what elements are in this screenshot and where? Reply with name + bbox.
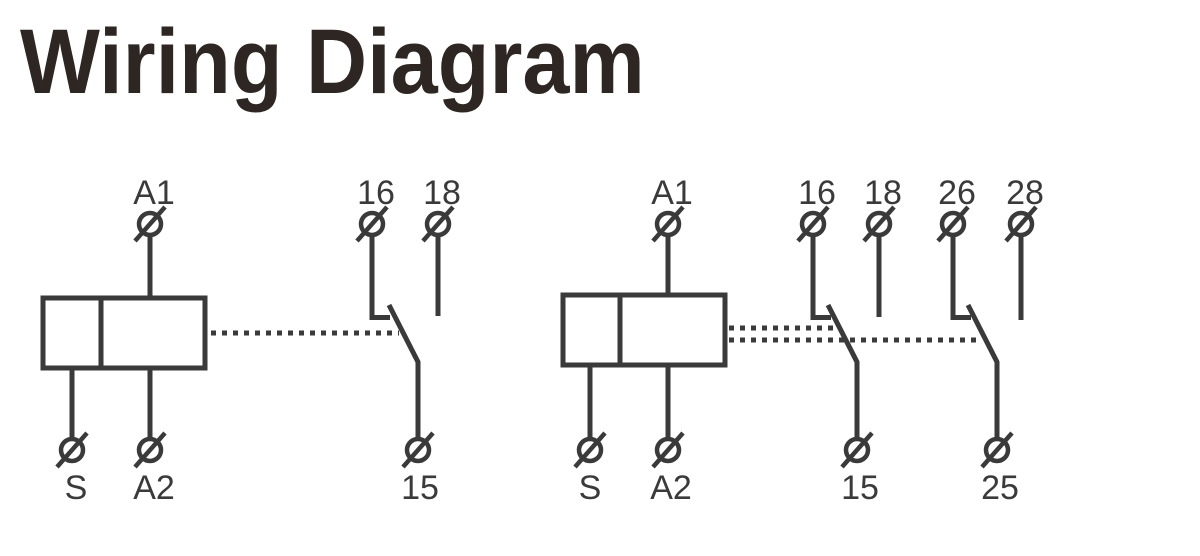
- coil-box: [40, 295, 208, 371]
- terminal-15-label: 15: [841, 469, 879, 507]
- terminal-25: 25: [980, 431, 1019, 507]
- terminal-16: 16: [796, 174, 836, 243]
- screw-terminal-icon: [1004, 205, 1038, 243]
- terminal-26-label: 26: [938, 174, 976, 212]
- terminal-15-label: 15: [401, 469, 439, 507]
- screw-terminal-icon: [796, 205, 830, 243]
- terminal-16-label: 16: [798, 174, 836, 212]
- lead-16: [369, 235, 390, 320]
- lead-16: [810, 235, 831, 320]
- terminal-s-label: S: [579, 469, 602, 507]
- screw-terminal-icon: [840, 431, 874, 469]
- terminal-a2-label: A2: [133, 469, 175, 507]
- terminal-25-label: 25: [981, 469, 1019, 507]
- screw-terminal-icon: [862, 205, 896, 243]
- page-title: Wiring Diagram: [20, 11, 645, 113]
- screw-terminal-icon: [573, 431, 607, 469]
- terminal-26: 26: [936, 174, 976, 243]
- terminal-a2-label: A2: [650, 469, 692, 507]
- terminal-18-label: 18: [423, 174, 461, 212]
- terminal-s: S: [573, 431, 607, 507]
- screw-terminal-icon: [980, 431, 1014, 469]
- terminal-28-label: 28: [1006, 174, 1044, 212]
- screw-terminal-icon: [421, 205, 455, 243]
- contact-blade-15: [825, 303, 860, 440]
- screw-terminal-icon: [651, 205, 685, 243]
- terminal-15: 15: [401, 431, 439, 507]
- screw-terminal-icon: [133, 205, 167, 243]
- terminal-18: 18: [421, 174, 461, 243]
- terminal-a2: A2: [133, 431, 175, 507]
- terminal-16-label: 16: [357, 174, 395, 212]
- relay-coil: [560, 292, 728, 368]
- screw-terminal-icon: [401, 431, 435, 469]
- terminal-s-label: S: [65, 469, 88, 507]
- diagram-relay-single-changeover: A1 S A2 16: [40, 174, 461, 507]
- screw-terminal-icon: [133, 431, 167, 469]
- terminal-a1: A1: [651, 174, 693, 243]
- screw-terminal-icon: [355, 205, 389, 243]
- lead-26: [950, 235, 971, 320]
- contact-blade-15: [386, 303, 421, 440]
- terminal-s: S: [55, 431, 89, 507]
- diagram-relay-double-changeover: A1 S A2 16: [560, 174, 1044, 507]
- terminal-a1-label: A1: [651, 174, 693, 212]
- terminal-a1: A1: [133, 174, 175, 243]
- terminal-a2: A2: [650, 431, 692, 507]
- terminal-28: 28: [1004, 174, 1044, 243]
- terminal-15: 15: [840, 431, 879, 507]
- relay-coil: [40, 295, 208, 371]
- terminal-a1-label: A1: [133, 174, 175, 212]
- coil-box: [560, 292, 728, 368]
- screw-terminal-icon: [651, 431, 685, 469]
- screw-terminal-icon: [936, 205, 970, 243]
- terminal-16: 16: [355, 174, 395, 243]
- contact-blade-25: [965, 303, 1000, 440]
- terminal-18-label: 18: [864, 174, 902, 212]
- screw-terminal-icon: [55, 431, 89, 469]
- terminal-18: 18: [862, 174, 902, 243]
